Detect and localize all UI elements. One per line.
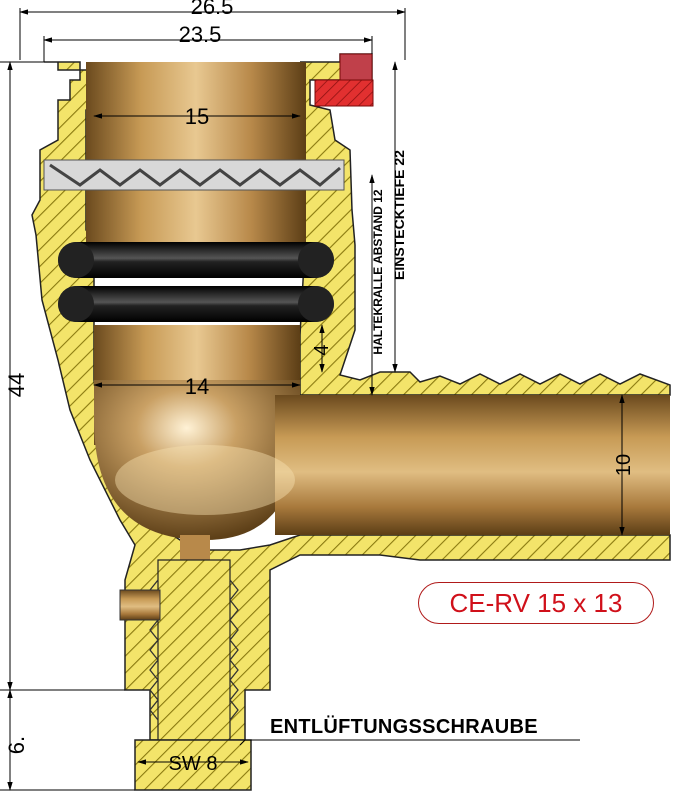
dimension-labels: 26.5 23.5 15 14 44 6. 10 4 HALTEKRALLE A… bbox=[4, 0, 635, 775]
dim-wrench-size: SW 8 bbox=[169, 753, 218, 775]
dim-height: 44 bbox=[4, 373, 29, 397]
dim-overall-width: 26.5 bbox=[191, 0, 234, 19]
dimension-lines bbox=[0, 8, 625, 791]
dim-bore-lower: 14 bbox=[185, 374, 209, 399]
dim-screw-height: 6. bbox=[4, 736, 29, 754]
inserted-pipe bbox=[86, 62, 670, 540]
model-label: CE-RV 15 x 13 bbox=[418, 582, 654, 624]
dim-oring-gap: 4 bbox=[311, 344, 333, 355]
screw-callout: ENTLÜFTUNGSSCHRAUBE bbox=[270, 716, 538, 738]
holding-claw bbox=[43, 159, 345, 191]
dim-insertion-depth: EINSTECKTIEFE 22 bbox=[391, 150, 407, 280]
dim-claw-distance: HALTEKRALLE ABSTAND 12 bbox=[371, 189, 385, 354]
dim-bore-top: 15 bbox=[185, 104, 209, 129]
vent-screw bbox=[119, 535, 252, 791]
dim-flange-width: 23.5 bbox=[179, 22, 222, 47]
o-rings bbox=[58, 242, 334, 322]
dim-outlet-bore: 10 bbox=[613, 454, 635, 476]
